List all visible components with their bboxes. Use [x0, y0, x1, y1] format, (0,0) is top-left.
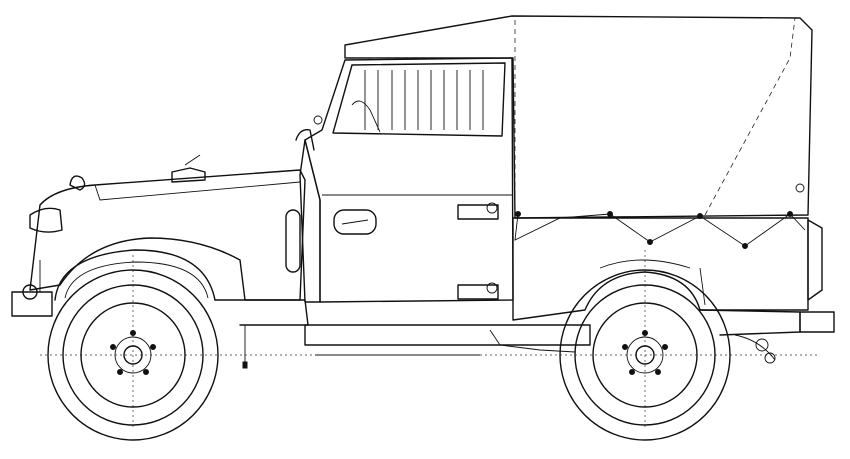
upper-door-hinge — [457, 204, 499, 220]
cab-door — [304, 57, 514, 303]
rear-lamp-cluster — [807, 219, 823, 301]
door-handle-recess — [333, 209, 377, 235]
rear-wheel — [559, 269, 731, 441]
front-wheel — [47, 269, 219, 441]
bonnet — [29, 154, 306, 301]
window-hatching — [351, 70, 484, 133]
windscreen-frame — [295, 115, 323, 303]
axle-center-lines — [40, 250, 820, 430]
canopy-tie-rope — [514, 211, 806, 249]
rear-suspension — [734, 334, 776, 364]
bonnet-latch — [171, 167, 206, 183]
rear-bumper — [799, 311, 835, 333]
door-window — [332, 62, 506, 137]
rear-body — [512, 217, 835, 333]
lower-door-hinge — [457, 284, 499, 300]
tow-hook — [22, 284, 38, 300]
headlamp-housing — [69, 175, 86, 191]
soft-top-canopy — [344, 15, 813, 219]
bumper-bar — [11, 291, 53, 317]
side-vent — [285, 209, 301, 273]
canopy-eyelet — [795, 183, 805, 193]
front-lamp — [29, 207, 63, 233]
front-wing — [54, 249, 309, 326]
front-bumper — [11, 260, 53, 317]
chassis — [242, 309, 801, 369]
